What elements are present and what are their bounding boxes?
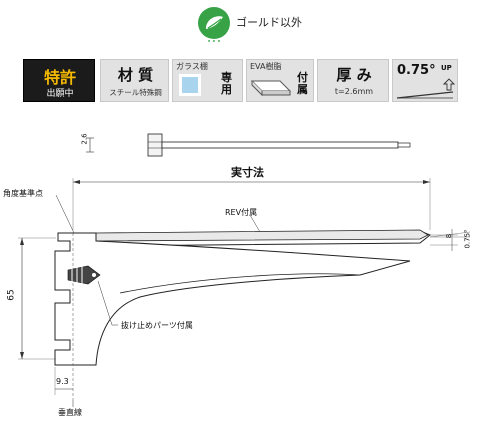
eco-logo-icon — [198, 7, 230, 39]
logo-caption: ゴールド以外 — [236, 16, 302, 29]
tile-material: 材 質 スチール特殊鋼 — [100, 59, 169, 102]
dim-height: 65 — [6, 289, 17, 301]
tile-thickness-sub: t=2.6mm — [334, 87, 374, 96]
tile-angle-sup: UP — [441, 64, 452, 72]
angle-up-icon — [393, 78, 459, 106]
tile-patent-title: 特許 — [43, 68, 76, 87]
tile-material-title: 材 質 — [117, 66, 154, 84]
label-stopper: 抜け止めパーツ付属 — [121, 321, 193, 330]
label-angle-reference: 角度基準点 — [3, 189, 43, 198]
dim-top-thickness: 2.6 — [80, 133, 89, 145]
tile-eva-top: EVA樹脂 — [250, 62, 282, 71]
eva-strip-icon — [250, 73, 294, 103]
dim-actual-size: 実寸法 — [231, 166, 264, 179]
tile-thickness: 厚 み t=2.6mm — [317, 59, 389, 102]
label-vertical-line: 垂直線 — [58, 408, 82, 417]
dim-offset: 9.3 — [56, 377, 69, 386]
tile-thickness-title: 厚 み — [336, 66, 372, 84]
side-view-drawing — [0, 175, 480, 435]
dim-right-small: 8 — [445, 233, 454, 239]
eco-logo-mark: • • • — [207, 39, 221, 45]
dim-angle: 0.75° — [463, 229, 472, 249]
tile-glass-side: 専用 — [221, 71, 232, 96]
tile-glass-top: ガラス棚 — [176, 62, 208, 71]
tile-glass: ガラス棚 専用 — [172, 59, 243, 102]
tile-patent: 特許 出願中 — [23, 59, 95, 102]
label-rev: REV付属 — [225, 208, 258, 217]
tile-angle: 0.75° UP — [392, 59, 458, 102]
tile-eva-side: 付属 — [297, 71, 308, 96]
tile-patent-sub: 出願中 — [46, 89, 74, 99]
top-view-drawing — [0, 120, 480, 174]
glass-shelf-icon — [179, 74, 201, 96]
tile-angle-value: 0.75° — [397, 63, 436, 78]
tile-material-sub: スチール特殊鋼 — [109, 88, 162, 97]
tile-eva: EVA樹脂 付属 — [246, 59, 314, 102]
